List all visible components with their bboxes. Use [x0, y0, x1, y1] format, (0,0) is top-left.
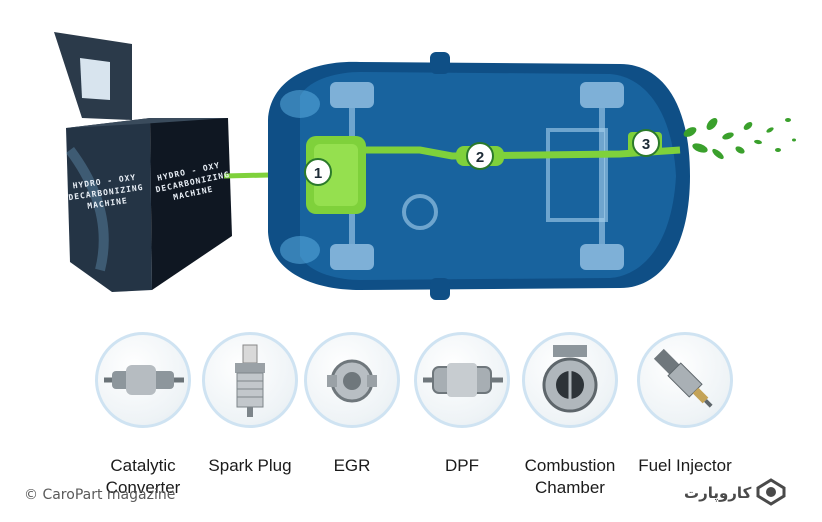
- decarbonizing-machine: [54, 32, 232, 292]
- combustion-chamber-icon: [522, 332, 618, 428]
- fuel-injector-icon: [637, 332, 733, 428]
- dpf-filter-icon: [414, 332, 510, 428]
- leaves-emission: [683, 118, 796, 160]
- part-label: Combustion Chamber: [524, 456, 616, 497]
- step-marker-2: 2: [466, 142, 494, 170]
- part-spark-plug: Spark Plug: [195, 332, 305, 477]
- brand-name: کاروپارت: [684, 484, 752, 502]
- egr-valve-icon: [304, 332, 400, 428]
- spark-plug-icon: [202, 332, 298, 428]
- part-egr: EGR: [297, 332, 407, 477]
- catalytic-converter-icon: [95, 332, 191, 428]
- part-label: EGR: [333, 456, 371, 475]
- part-label: Catalytic Converter: [105, 456, 181, 497]
- part-label: Spark Plug: [208, 456, 292, 475]
- part-label: Fuel Injector: [638, 456, 732, 475]
- part-dpf: DPF: [407, 332, 517, 477]
- decarbonizing-scene: [54, 32, 796, 300]
- copyright-watermark: © CaroPart magazine: [24, 487, 176, 503]
- part-fuel-injector: Fuel Injector: [630, 332, 740, 477]
- part-catalytic-converter: Catalytic Converter: [88, 332, 198, 499]
- step-marker-1: 1: [304, 158, 332, 186]
- step-marker-3: 3: [632, 129, 660, 157]
- part-combustion-chamber: Combustion Chamber: [515, 332, 625, 499]
- car-body: [268, 52, 690, 300]
- caropart-logo-icon: [756, 478, 786, 506]
- part-label: DPF: [445, 456, 479, 475]
